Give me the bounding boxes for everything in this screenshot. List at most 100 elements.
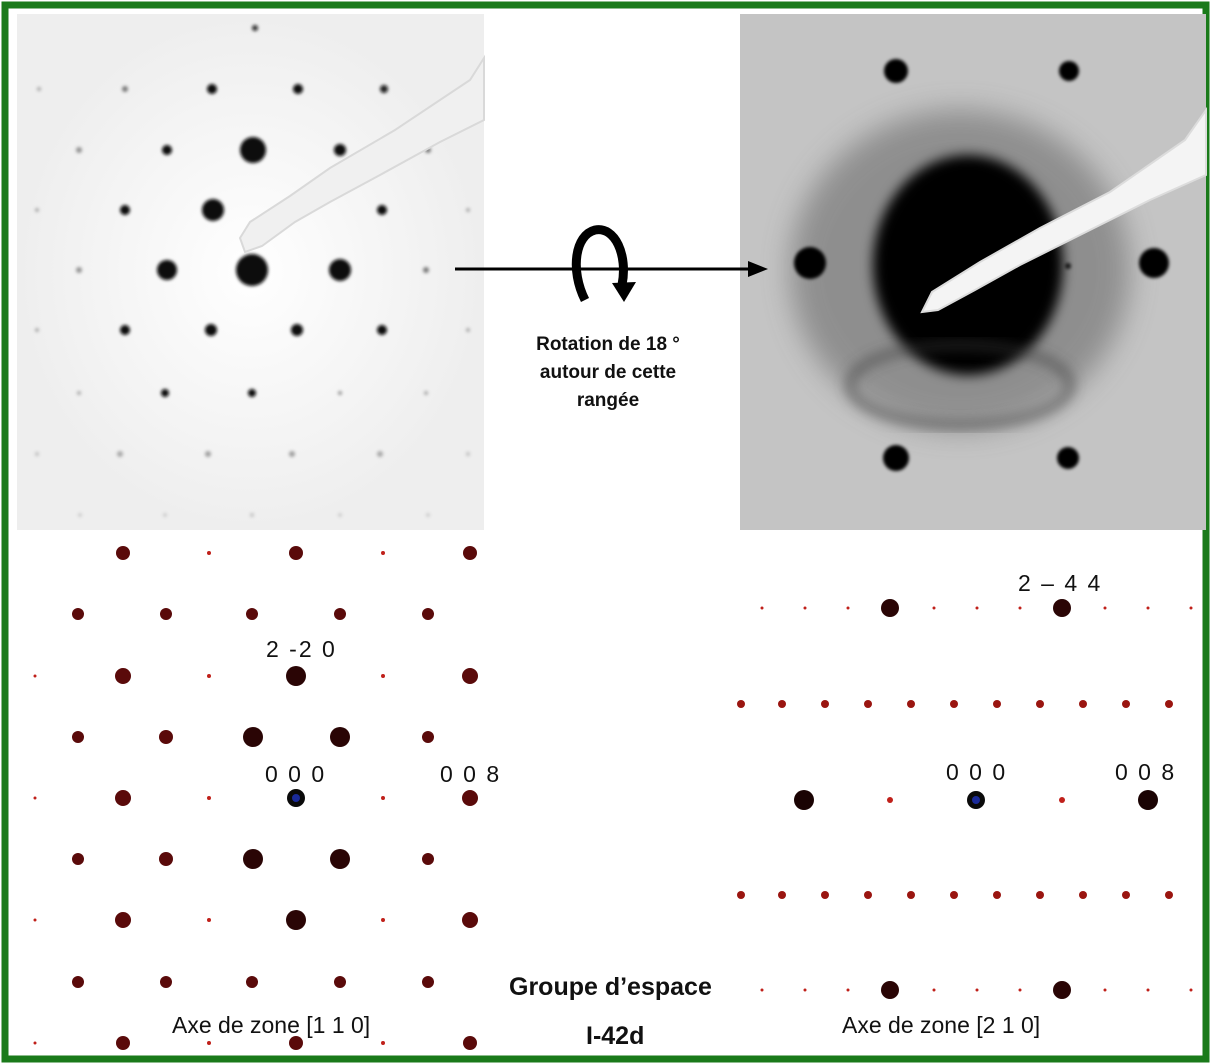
simulated-spot <box>1053 599 1071 617</box>
diffraction-spot <box>35 208 39 212</box>
origin-spot-center <box>292 794 300 802</box>
simulated-spot <box>207 796 211 800</box>
simulated-spot <box>334 608 346 620</box>
simulated-spot <box>246 976 258 988</box>
diffraction-spot <box>240 137 266 163</box>
simulated-spot <box>381 1041 385 1045</box>
simulated-spot <box>72 608 84 620</box>
simulated-spot <box>907 700 915 708</box>
rotation-arrow <box>455 261 768 277</box>
beam-stopper-right <box>920 106 1207 314</box>
simulated-spot <box>160 608 172 620</box>
simulated-spot <box>760 988 764 992</box>
diffraction-spot <box>78 513 82 517</box>
simulated-spot <box>1146 988 1150 992</box>
simulated-spot <box>1189 606 1193 610</box>
simulated-spot <box>330 727 350 747</box>
simulated-spot <box>993 700 1001 708</box>
diffraction-spot <box>162 145 172 155</box>
simulated-spot <box>907 891 915 899</box>
simulated-spot <box>422 853 434 865</box>
simulated-spot <box>803 988 807 992</box>
diffraction-spot <box>35 452 39 456</box>
simulated-spot <box>462 668 478 684</box>
simulated-spot <box>864 891 872 899</box>
diffraction-spot <box>329 259 351 281</box>
simulated-spot <box>821 700 829 708</box>
simulated-spot <box>1138 790 1158 810</box>
simulated-spot <box>33 796 37 800</box>
simulated-spot <box>72 731 84 743</box>
simulated-spot <box>243 727 263 747</box>
diffraction-spot <box>252 25 258 31</box>
zone-axis-left: Axe de zone [1 1 0] <box>172 1012 371 1038</box>
diffraction-spot <box>205 324 217 336</box>
origin-spot-center <box>972 796 980 804</box>
simulated-spot <box>803 606 807 610</box>
simulated-spot <box>881 981 899 999</box>
simulated-spot <box>286 910 306 930</box>
simulated-spot <box>778 891 786 899</box>
simulated-spot <box>1018 606 1022 610</box>
simulated-spot <box>207 1041 211 1045</box>
diffraction-spot <box>293 84 303 94</box>
index-label-000-left: 0 0 0 <box>265 761 327 787</box>
diffraction-spot <box>338 391 342 395</box>
diffraction-spot <box>894 263 900 269</box>
simulated-spot <box>1103 606 1107 610</box>
beam-stopper-left <box>238 54 485 254</box>
simulated-spot <box>381 551 385 555</box>
simulated-spot <box>115 912 131 928</box>
simulated-spot <box>334 976 346 988</box>
rotation-icon <box>571 225 636 303</box>
simulated-spot <box>159 730 173 744</box>
diffraction-spot <box>377 205 387 215</box>
diffraction-image-left <box>17 14 485 530</box>
simulated-spot <box>864 700 872 708</box>
index-label-2-44: 2 – 4 4 <box>1018 570 1103 596</box>
simulated-spot <box>207 674 211 678</box>
simulated-spot <box>821 891 829 899</box>
simulated-spot <box>1053 981 1071 999</box>
simulated-spot <box>1122 891 1130 899</box>
simulated-spot <box>737 891 745 899</box>
simulated-spot <box>33 1041 37 1045</box>
simulated-spot <box>72 853 84 865</box>
simulated-spot <box>286 666 306 686</box>
simulated-spot <box>760 606 764 610</box>
diffraction-spot <box>883 445 909 471</box>
simulated-spot <box>159 852 173 866</box>
rotation-caption: Rotation de 18 ° autour de cette rangée <box>498 331 718 415</box>
space-group-title: Groupe d’espace <box>509 973 712 1001</box>
simulated-spot <box>1122 700 1130 708</box>
diffraction-spot <box>76 147 82 153</box>
simulated-spot <box>1036 891 1044 899</box>
simulated-spot <box>422 608 434 620</box>
diffraction-spot <box>338 513 342 517</box>
diffraction-spot <box>1057 447 1079 469</box>
simulated-spot <box>72 976 84 988</box>
rotation-line-2: autour de cette <box>539 362 677 383</box>
simulated-spot <box>1059 797 1065 803</box>
diffraction-spot <box>289 451 295 457</box>
diffraction-spot <box>202 199 224 221</box>
simulated-spot <box>1079 891 1087 899</box>
diffraction-spot <box>163 513 167 517</box>
diffraction-spot <box>76 267 82 273</box>
simulated-spot <box>846 606 850 610</box>
diffraction-spot <box>377 325 387 335</box>
simulated-spot <box>1079 700 1087 708</box>
rotation-line-3: rangée <box>576 390 640 411</box>
simulated-spot <box>1018 988 1022 992</box>
simulated-spot <box>881 599 899 617</box>
rotation-line-1: Rotation de 18 ° <box>536 334 680 355</box>
simulated-spot <box>116 1036 130 1050</box>
diffraction-spot <box>161 389 169 397</box>
simulated-spot <box>246 608 258 620</box>
simulated-pattern-right <box>737 599 1193 999</box>
simulated-spot <box>950 700 958 708</box>
simulated-spot <box>115 790 131 806</box>
diffraction-spot <box>236 254 268 286</box>
diffraction-spot <box>466 452 470 456</box>
